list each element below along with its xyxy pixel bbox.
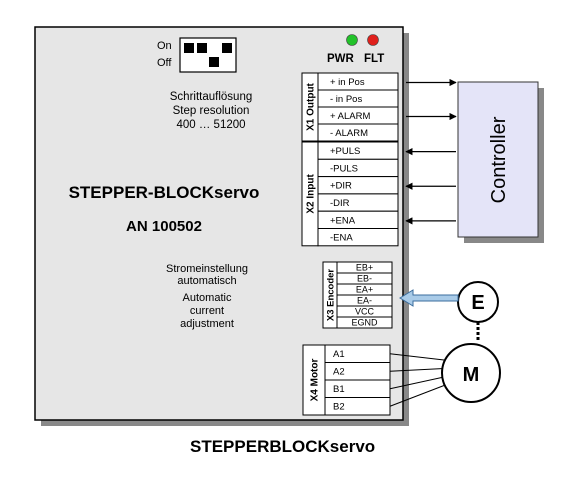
x2-connector: X2 Input +PULS -PULS +DIR -DIR +ENA -ENA bbox=[301, 141, 399, 247]
device-name: STEPPER-BLOCKservo bbox=[69, 183, 260, 202]
motor-wire bbox=[389, 368, 445, 372]
x2-pin-label: -ENA bbox=[330, 233, 353, 244]
x4-pin-label: A2 bbox=[333, 367, 345, 378]
dip-switch-2 bbox=[197, 43, 207, 53]
x2-pin-label: +DIR bbox=[330, 181, 352, 192]
encoder-signal-arrow bbox=[399, 289, 459, 307]
current-en-3: adjustment bbox=[180, 318, 234, 330]
x3-pin-cell bbox=[336, 316, 393, 329]
x1-pin-label: + in Pos bbox=[330, 77, 365, 88]
x4-pin-label: A1 bbox=[333, 349, 345, 360]
x2-pin-label: -DIR bbox=[330, 198, 350, 209]
x3-pin-label: VCC bbox=[355, 307, 375, 317]
controller-label: Controller bbox=[488, 116, 510, 203]
pwr-label: PWR bbox=[327, 53, 355, 65]
current-de-1: Stromeinstellung bbox=[166, 263, 248, 275]
x2-pin-label: -PULS bbox=[330, 163, 358, 174]
part-number: AN 100502 bbox=[126, 218, 202, 235]
x2-pin-cell bbox=[317, 228, 399, 247]
connector-blocks: X1 Output+ in Pos- in Pos+ ALARM- ALARMX… bbox=[301, 72, 457, 416]
x2-pin-label: +ENA bbox=[330, 215, 356, 226]
flt-led-icon bbox=[367, 34, 379, 46]
x4-pin-label: B2 bbox=[333, 402, 345, 413]
encoder-label: E bbox=[471, 292, 484, 314]
x2-pin-label: +PULS bbox=[330, 146, 360, 157]
dip-switch[interactable] bbox=[179, 37, 237, 73]
x1-pin-label: + ALARM bbox=[330, 111, 370, 122]
motor-wire bbox=[389, 376, 445, 390]
x3-pin-label: EB+ bbox=[356, 263, 373, 273]
motor-icon bbox=[441, 343, 501, 403]
x1-connector: X1 Output + in Pos - in Pos + ALARM - ALARM bbox=[301, 72, 399, 142]
x4-pin-label: B1 bbox=[333, 384, 345, 395]
x1-pin-label: - ALARM bbox=[330, 128, 368, 139]
x3-pin-label: EGND bbox=[351, 318, 378, 328]
x4-connector-label: X4 Motor bbox=[310, 359, 321, 402]
dip-switch-1 bbox=[184, 43, 194, 53]
x2-connector-label: X2 Input bbox=[306, 174, 317, 214]
pwr-led-icon bbox=[346, 34, 358, 46]
x1-pin-cell bbox=[317, 123, 399, 142]
current-en-1: Automatic bbox=[183, 292, 232, 304]
motor-wire bbox=[389, 353, 445, 361]
current-de-2: automatisch bbox=[177, 275, 236, 287]
controller-box bbox=[457, 81, 539, 238]
dip-off-label: Off bbox=[157, 57, 172, 69]
x3-pin-label: EB- bbox=[357, 274, 372, 284]
x3-pin-label: EA+ bbox=[356, 285, 373, 295]
motor-label: M bbox=[463, 364, 480, 386]
flt-label: FLT bbox=[364, 53, 384, 65]
resolution-de: Schrittauflösung bbox=[170, 91, 252, 103]
resolution-en: Step resolution bbox=[173, 105, 250, 117]
motor-wire bbox=[389, 385, 445, 407]
dip-switch-3 bbox=[209, 57, 219, 67]
dip-switch-4 bbox=[222, 43, 232, 53]
x1-connector-label: X1 Output bbox=[306, 82, 317, 130]
caption: STEPPERBLOCKservo bbox=[190, 437, 375, 456]
x1-pin-label: - in Pos bbox=[330, 94, 362, 105]
x3-pin-label: EA- bbox=[357, 296, 372, 306]
resolution-range: 400 … 51200 bbox=[176, 119, 245, 131]
x3-connector-label: X3 Encoder bbox=[325, 269, 336, 322]
dip-on-label: On bbox=[157, 40, 172, 52]
current-en-2: current bbox=[190, 305, 224, 317]
